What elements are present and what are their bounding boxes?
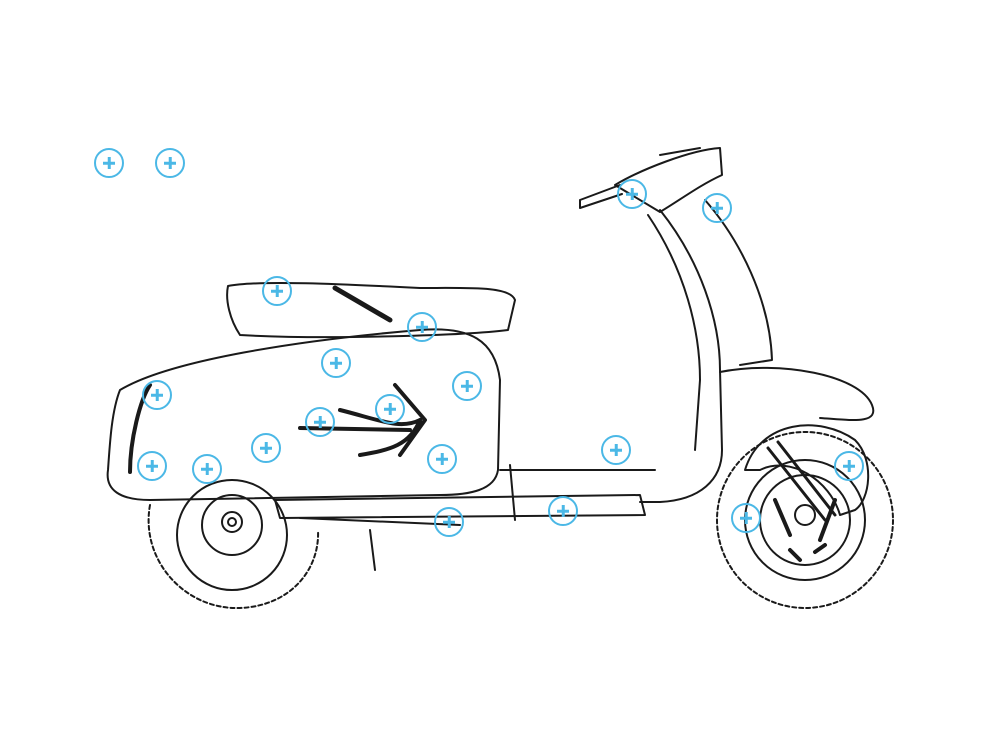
hotspot-4-plus-circle-icon[interactable] [702, 193, 732, 223]
leg-shield [639, 209, 723, 503]
floorboard [274, 494, 646, 519]
hotspot-1-plus-circle-icon[interactable] [94, 148, 124, 178]
handlebar [579, 147, 701, 209]
leg-shield-inner [647, 214, 701, 451]
hotspot-16-plus-circle-icon[interactable] [192, 454, 222, 484]
seat [226, 281, 516, 339]
rear-wheel [147, 479, 320, 610]
hotspot-19-plus-circle-icon[interactable] [548, 496, 578, 526]
hotspot-18-plus-circle-icon[interactable] [434, 507, 464, 537]
hotspot-3-plus-circle-icon[interactable] [617, 179, 647, 209]
hotspot-5-plus-circle-icon[interactable] [262, 276, 292, 306]
hotspot-6-plus-circle-icon[interactable] [407, 312, 437, 342]
hotspot-15-plus-circle-icon[interactable] [137, 451, 167, 481]
side-panel [106, 328, 501, 501]
hotspot-11-plus-circle-icon[interactable] [305, 407, 335, 437]
hotspot-8-plus-circle-icon[interactable] [452, 371, 482, 401]
horn-cast [704, 199, 773, 366]
hotspot-14-plus-circle-icon[interactable] [427, 444, 457, 474]
front-fender-sweep [719, 366, 875, 422]
hotspot-7-plus-circle-icon[interactable] [321, 348, 351, 378]
front-fork [766, 440, 837, 522]
headset [614, 147, 723, 213]
hotspot-17-plus-circle-icon[interactable] [834, 451, 864, 481]
frame-tube [499, 464, 656, 521]
hotspot-13-plus-circle-icon[interactable] [601, 435, 631, 465]
seat-grab [332, 285, 393, 323]
hotspot-12-plus-circle-icon[interactable] [251, 433, 281, 463]
hotspot-10-plus-circle-icon[interactable] [375, 394, 405, 424]
hotspot-2-plus-circle-icon[interactable] [155, 148, 185, 178]
hotspot-20-plus-circle-icon[interactable] [731, 503, 761, 533]
hotspot-9-plus-circle-icon[interactable] [142, 380, 172, 410]
front-mudguard [744, 424, 870, 516]
